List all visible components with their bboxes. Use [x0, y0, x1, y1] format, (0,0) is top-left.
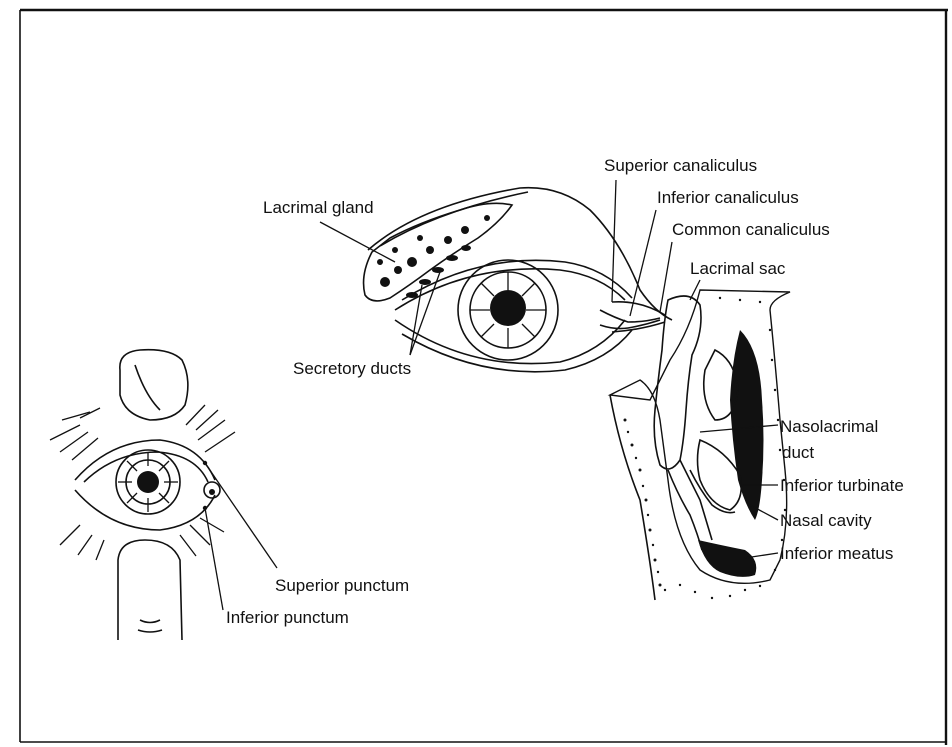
label-nasolacrimal-duct-line2: duct	[782, 443, 814, 462]
nasal-cross-section	[610, 290, 790, 600]
label-secretory-ducts: Secretory ducts	[293, 359, 411, 378]
label-inferior-meatus: Inferior meatus	[780, 544, 893, 563]
label-nasal-cavity: Nasal cavity	[780, 511, 872, 530]
label-lacrimal-gland: Lacrimal gland	[263, 198, 374, 217]
label-superior-punctum: Superior punctum	[275, 576, 409, 595]
label-superior-canaliculus: Superior canaliculus	[604, 156, 757, 175]
label-inferior-canaliculus: Inferior canaliculus	[657, 188, 799, 207]
label-common-canaliculus: Common canaliculus	[672, 220, 830, 239]
frame	[20, 10, 948, 745]
label-nasolacrimal-duct-line1: Nasolacrimal	[780, 417, 878, 436]
label-inferior-punctum: Inferior punctum	[226, 608, 349, 627]
main-eye-illustration	[364, 188, 672, 372]
label-inferior-turbinate: Inferior turbinate	[780, 476, 904, 495]
label-lacrimal-sac: Lacrimal sac	[690, 259, 786, 278]
puncta-eye-illustration	[50, 350, 235, 640]
